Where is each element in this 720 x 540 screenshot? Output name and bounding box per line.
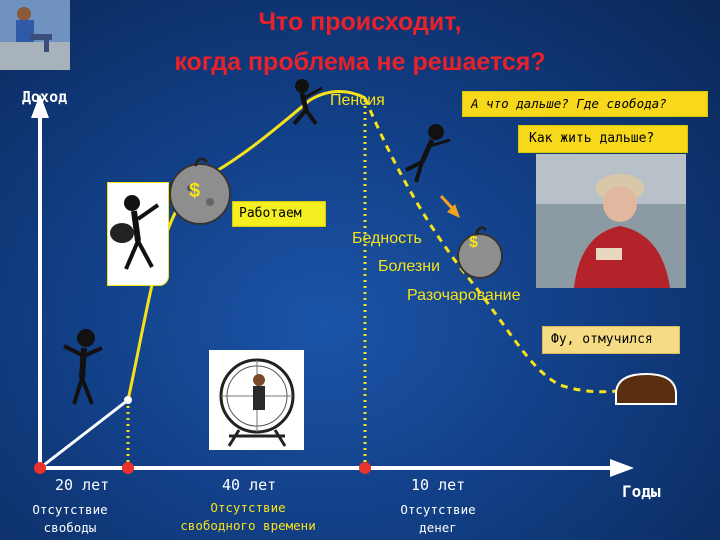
stick-figure-icon	[63, 329, 103, 405]
money-bag-icon	[169, 157, 231, 225]
stick-figure-card	[107, 182, 169, 286]
caption-1-line-1: Отсутствие	[32, 502, 108, 517]
title-line-1: Что происходит,	[258, 8, 462, 36]
caption-2-line-1: Отсутствие	[210, 500, 286, 515]
x-axis-label: Годы	[622, 482, 661, 501]
dollar-sign-2: $	[469, 234, 478, 251]
done-label: Фу, отмучился	[551, 332, 653, 347]
stick-figure-icon	[110, 195, 160, 270]
caption-3-line-1: Отсутствие	[400, 502, 476, 517]
coffin-icon	[615, 372, 677, 405]
money-bag-icon	[457, 226, 503, 279]
caption-1-line-2: свободы	[43, 520, 97, 535]
what-next-label: А что дальше? Где свобода?	[471, 96, 667, 111]
working-badge: Работаем	[232, 201, 326, 227]
title-line-2: когда проблема не решается?	[174, 48, 546, 76]
dollar-sign-1: $	[189, 180, 201, 202]
period-20-years: 20 лет	[55, 476, 110, 494]
working-label: Работаем	[239, 206, 302, 221]
caption-3-line-2: денег	[419, 520, 457, 535]
hamster-wheel-card	[209, 350, 304, 450]
disappointment-label: Разочарование	[407, 287, 521, 304]
period-40-years: 40 лет	[222, 476, 277, 494]
marker-start	[34, 462, 46, 474]
poverty-label: Бедность	[352, 230, 422, 247]
y-axis-label: Доход	[22, 88, 68, 106]
freedom-segment	[39, 398, 129, 470]
how-live-label: Как жить дальше?	[529, 131, 655, 146]
hamster-wheel-icon	[219, 358, 295, 447]
period-10-years: 10 лет	[411, 476, 466, 494]
marker-start-top	[124, 396, 132, 404]
boy-photo	[0, 0, 70, 70]
marker-pension	[359, 462, 371, 474]
income-curve-rising	[126, 90, 366, 401]
what-next-badge: А что дальше? Где свобода?	[462, 91, 708, 117]
how-live-badge: Как жить дальше?	[518, 125, 688, 153]
marker-20	[122, 462, 134, 474]
decline-arrow	[439, 194, 454, 210]
stick-figure-icon	[405, 124, 451, 183]
caption-2-line-2: свободного времени	[180, 518, 316, 533]
x-axis-arrow	[610, 459, 634, 477]
stick-figure-icon	[292, 79, 323, 126]
done-badge: Фу, отмучился	[542, 326, 680, 354]
income-curve-falling	[363, 97, 641, 394]
y-axis-arrow	[31, 94, 49, 118]
elderly-woman-photo	[536, 154, 686, 288]
pension-label: Пенсия	[330, 92, 385, 109]
diseases-label: Болезни	[378, 258, 441, 275]
